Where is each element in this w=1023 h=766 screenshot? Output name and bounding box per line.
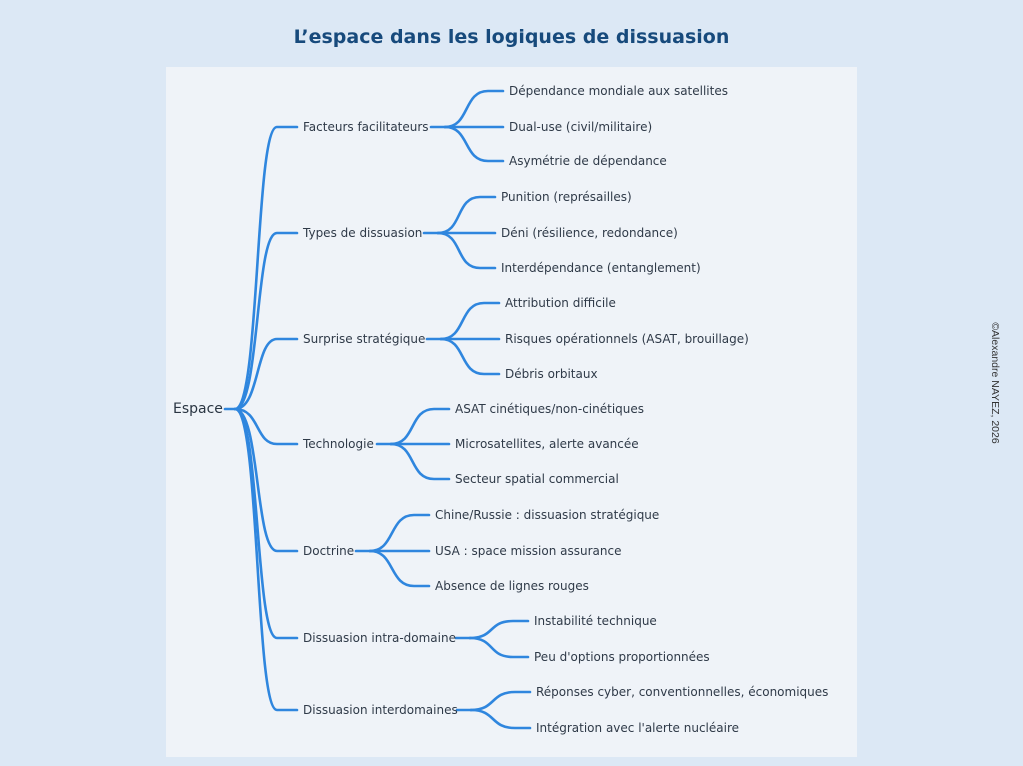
leaf-node[interactable]: Attribution difficile xyxy=(505,296,616,310)
edge-branch-to-leaf xyxy=(436,195,497,235)
leaf-node[interactable]: Dépendance mondiale aux satellites xyxy=(509,84,728,98)
branch-node[interactable]: Types de dissuasion xyxy=(303,226,423,240)
leaf-node[interactable]: Débris orbitaux xyxy=(505,367,598,381)
edge-branch-to-leaf xyxy=(443,125,505,163)
leaf-node[interactable]: Instabilité technique xyxy=(534,614,657,628)
leaf-node[interactable]: USA : space mission assurance xyxy=(435,544,622,558)
diagram-title: L’espace dans les logiques de dissuasion xyxy=(293,26,730,48)
edge-branch-to-leaf xyxy=(389,407,451,446)
edge-branch-to-leaf xyxy=(469,690,532,712)
leaf-node[interactable]: Dual-use (civil/militaire) xyxy=(509,120,653,134)
leaf-node[interactable]: ASAT cinétiques/non-cinétiques xyxy=(455,402,645,416)
edge-branch-to-leaf xyxy=(439,301,501,341)
branch-node[interactable]: Doctrine xyxy=(303,544,355,558)
leaf-node[interactable]: Intégration avec l'alerte nucléaire xyxy=(536,721,739,735)
leaf-node[interactable]: Chine/Russie : dissuasion stratégique xyxy=(435,508,660,522)
branch-node[interactable]: Technologie xyxy=(303,437,374,451)
edge-branch-to-leaf xyxy=(468,636,530,659)
edge-root-to-branch xyxy=(233,125,299,411)
leaf-node[interactable]: Asymétrie de dépendance xyxy=(509,154,667,168)
edge-branch-to-leaf xyxy=(443,89,505,129)
edge-branch-to-leaf xyxy=(468,619,530,640)
branch-node[interactable]: Dissuasion intra-domaine xyxy=(303,631,456,645)
mindmap-panel xyxy=(166,67,857,757)
edge-branch-to-leaf xyxy=(368,513,431,553)
edge-root-to-branch xyxy=(233,231,299,411)
edge-branch-to-leaf xyxy=(469,708,532,730)
edge-root-to-branch xyxy=(233,337,299,411)
branch-node[interactable]: Dissuasion interdomaines xyxy=(303,703,458,717)
edge-branch-to-leaf xyxy=(436,231,497,270)
leaf-node[interactable]: Déni (résilience, redondance) xyxy=(501,226,678,240)
copyright-notice: ©Alexandre NAYEZ, 2026 xyxy=(989,322,1001,444)
edge-root-to-branch xyxy=(233,407,299,446)
branch-node[interactable]: Surprise stratégique xyxy=(303,332,426,346)
root-node[interactable]: Espace xyxy=(173,401,223,417)
leaf-node[interactable]: Secteur spatial commercial xyxy=(455,472,619,486)
leaf-node[interactable]: Punition (représailles) xyxy=(501,190,632,204)
edge-branch-to-leaf xyxy=(389,442,451,481)
leaf-node[interactable]: Peu d'options proportionnées xyxy=(534,650,710,664)
leaf-node[interactable]: Microsatellites, alerte avancée xyxy=(455,437,639,451)
edge-branch-to-leaf xyxy=(439,337,501,376)
leaf-node[interactable]: Réponses cyber, conventionnelles, économ… xyxy=(536,685,829,699)
edge-branch-to-leaf xyxy=(368,549,431,588)
branch-node[interactable]: Facteurs facilitateurs xyxy=(303,120,429,134)
leaf-node[interactable]: Interdépendance (entanglement) xyxy=(501,261,701,275)
edge-root-to-branch xyxy=(233,407,299,553)
leaf-node[interactable]: Absence de lignes rouges xyxy=(435,579,589,593)
edge-root-to-branch xyxy=(233,407,299,712)
leaf-node[interactable]: Risques opérationnels (ASAT, brouillage) xyxy=(505,332,749,346)
